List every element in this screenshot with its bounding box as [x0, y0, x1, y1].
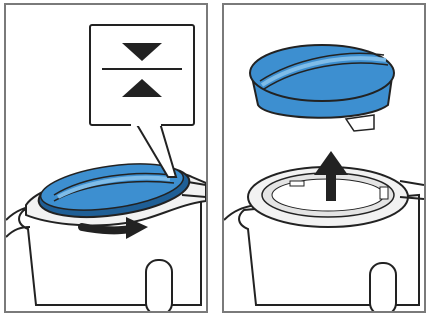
lift-lid-illustration [224, 5, 424, 311]
kettle-window [146, 260, 172, 311]
lid-alignment-icon [90, 25, 194, 126]
step-lift-lid-panel [222, 3, 426, 313]
lid [250, 45, 394, 131]
step-rotate-lid-panel [4, 3, 208, 313]
rotate-lid-illustration [6, 5, 206, 311]
kettle-window [370, 263, 396, 311]
